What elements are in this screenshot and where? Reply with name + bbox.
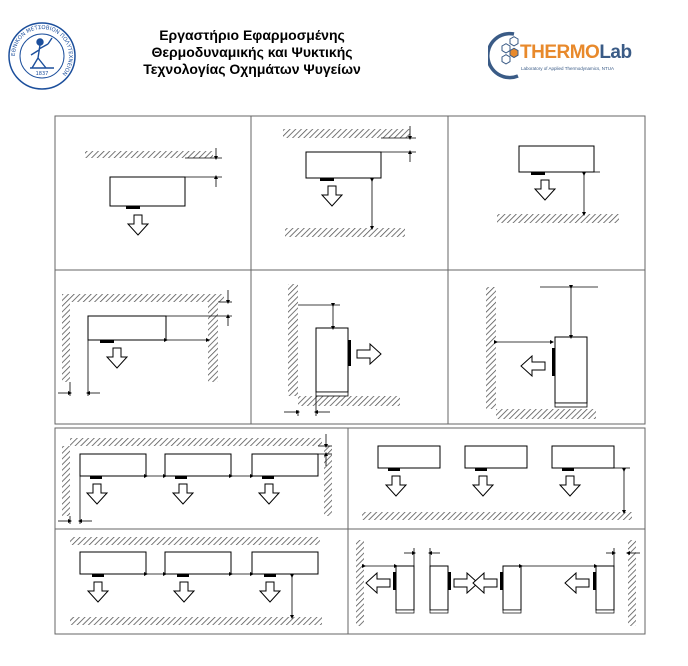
header-title-line-1: Εργαστήριο Εφαρμοσμένης — [159, 27, 345, 43]
diagram-frame-bottom — [54, 427, 646, 635]
panel-multi-unit-ceiling-floor — [70, 537, 322, 625]
logo-subtitle: Laboratory of Applied Thermodynamics, NT… — [521, 66, 614, 71]
panel-wall-side-clearance-right — [284, 284, 400, 416]
panel-ceiling-floor-clearance — [283, 126, 416, 237]
logo-text-thermo: THERMO — [520, 42, 600, 63]
header-title-line-2: Θερμοδυναμικής και Ψυκτικής — [151, 44, 353, 60]
panel-ceiling-clearance — [85, 148, 222, 236]
university-seal-icon: ΕΘΝΙΚΟΝ ΜΕΤΣΟΒΙΟΝ ΠΟΛΥΤΕΧΝΕΙΟΝ 1837 — [8, 22, 76, 90]
logo-text-lab: Lab — [599, 42, 632, 63]
panel-wall-side-clearance-left — [486, 285, 598, 419]
panel-multi-unit-walls — [356, 540, 640, 626]
logo-wordmark: THERMOLab — [520, 42, 632, 64]
panel-multi-unit-ceiling-walls — [58, 434, 332, 524]
panel-multi-unit-floor — [362, 445, 632, 520]
panel-floor-clearance — [497, 145, 619, 223]
header-title-line-3: Τεχνολογίας Οχημάτων Ψυγείων — [143, 61, 361, 77]
seal-year: 1837 — [36, 71, 49, 77]
panel-corner-ceiling-clearance — [58, 290, 232, 396]
thermolab-logo-icon — [488, 31, 519, 80]
